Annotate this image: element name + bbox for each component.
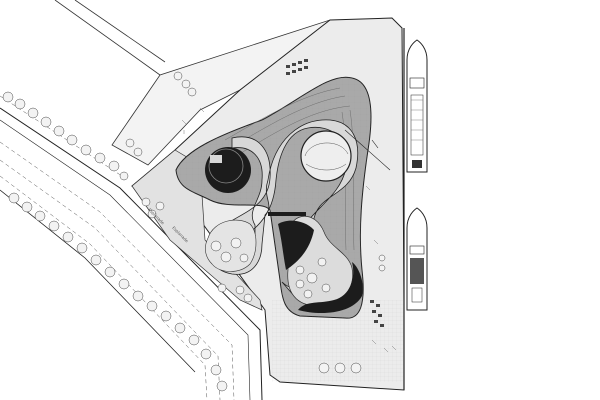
parking-rows bbox=[286, 59, 384, 327]
north-road-lines bbox=[54, 0, 166, 76]
atrium-text-block bbox=[210, 155, 222, 163]
vessel-icon bbox=[406, 39, 428, 173]
main-road bbox=[0, 95, 263, 400]
axis-line bbox=[344, 129, 391, 171]
paving-marks bbox=[181, 107, 397, 353]
round-courtyard bbox=[300, 130, 352, 182]
courtyard-trees bbox=[210, 237, 331, 299]
wedge-void bbox=[278, 220, 314, 270]
street-trees bbox=[2, 71, 386, 392]
crescent-void-south bbox=[298, 262, 363, 314]
bridge-slot bbox=[268, 212, 306, 216]
circular-atrium bbox=[205, 147, 251, 193]
vessel-icon bbox=[406, 207, 428, 311]
